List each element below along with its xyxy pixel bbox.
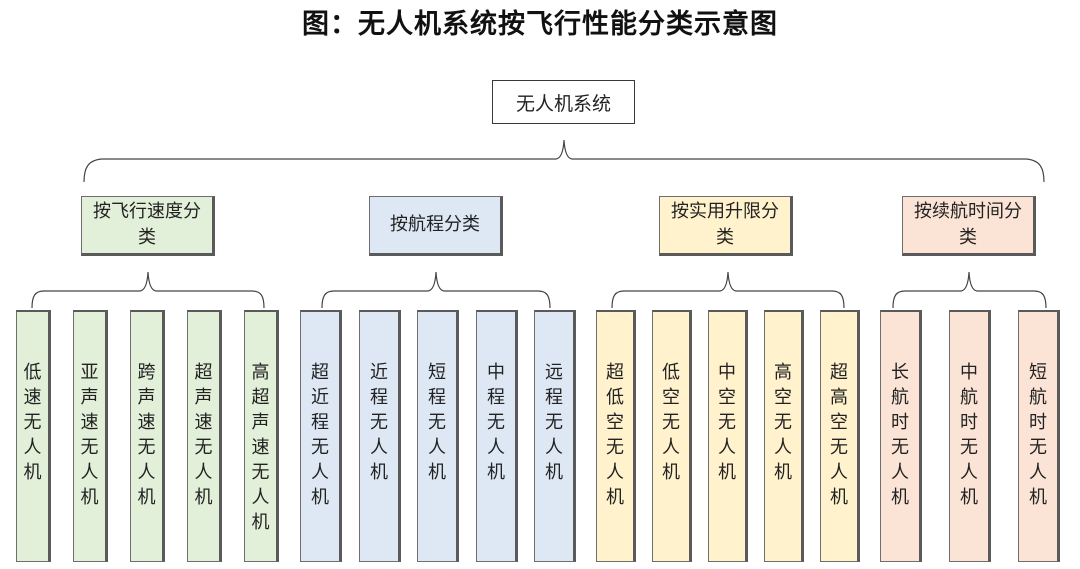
leaf-node: 超高空无人机 [820,310,860,562]
leaf-node: 低空无人机 [652,310,692,562]
leaf-node: 超声速无人机 [187,310,222,562]
leaf-node: 中航时无人机 [949,310,991,562]
leaf-node: 亚声速无人机 [73,310,108,562]
leaf-node: 高超声速无人机 [244,310,279,562]
leaf-node: 中空无人机 [708,310,748,562]
category-endurance: 按续航时间分类 [902,196,1036,256]
leaf-node: 近程无人机 [359,310,401,562]
leaf-node: 短程无人机 [417,310,459,562]
diagram-title: 图：无人机系统按飞行性能分类示意图 [302,9,778,40]
leaf-node: 远程无人机 [534,310,576,562]
leaf-node: 跨声速无人机 [130,310,165,562]
root-node: 无人机系统 [492,80,635,124]
leaf-node: 高空无人机 [764,310,804,562]
leaf-node: 短航时无人机 [1018,310,1060,562]
category-ceiling: 按实用升限分类 [659,196,793,256]
leaf-node: 长航时无人机 [880,310,922,562]
leaf-node: 低速无人机 [16,310,51,562]
leaf-node: 超近程无人机 [300,310,342,562]
leaf-node: 超低空无人机 [596,310,636,562]
category-speed: 按飞行速度分类 [81,196,215,256]
category-range: 按航程分类 [369,196,503,256]
leaf-node: 中程无人机 [476,310,518,562]
